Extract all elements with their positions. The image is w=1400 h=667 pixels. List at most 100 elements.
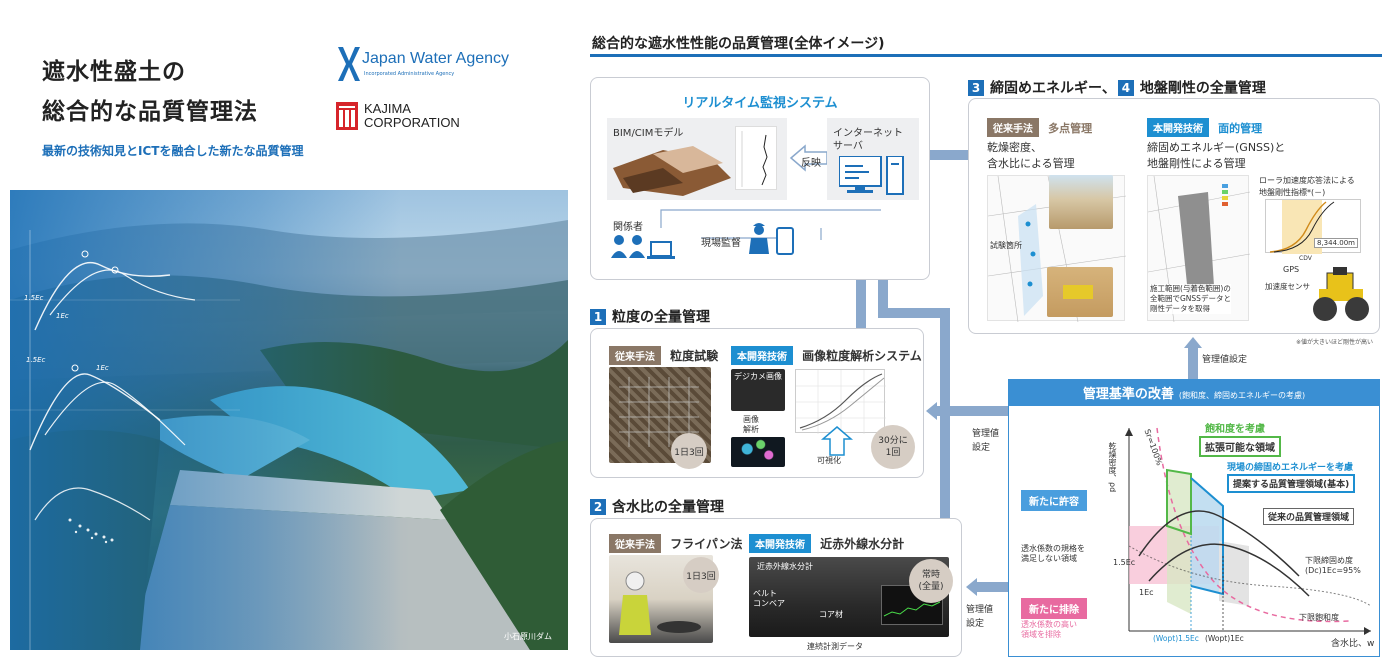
- s2-old-tag: 従来手法: [609, 534, 661, 553]
- criteria-perm-high2: 領域を排除: [1021, 630, 1061, 639]
- criteria-perm-high1: 透水係数の高い: [1021, 620, 1077, 629]
- s1-analysis-line1: 画像: [743, 415, 759, 424]
- curve-label-3: 1.5Ec: [26, 356, 46, 364]
- mgmt-value-2b: 設定: [966, 619, 985, 629]
- criteria-ec15: 1.5Ec: [1113, 558, 1136, 567]
- s2-new-header: 本開発技術 近赤外線水分計: [749, 533, 904, 553]
- photo-caption: 小石原川ダム: [504, 632, 552, 641]
- criteria-newly-allowed: 新たに許容: [1021, 490, 1087, 511]
- s1-old-label: 粒度試験: [670, 349, 719, 363]
- bim-box: BIM/CIMモデル: [607, 118, 787, 200]
- s1-camera-image: デジカメ画像: [731, 369, 785, 411]
- criteria-perm-unmet1: 透水係数の規格を: [1021, 544, 1085, 553]
- jwa-name: Japan Water Agency: [362, 50, 510, 67]
- stakeholders-icon: [611, 235, 675, 259]
- arrow-criteria-to-s2-icon: [966, 578, 977, 596]
- bim-graph: [735, 126, 777, 190]
- section34-panel: 従来手法 多点管理 乾燥密度、 含水比による管理 試験箇所 本開発技術 面的管理…: [968, 98, 1380, 334]
- criteria-perm-unmet2: 満足しない領域: [1021, 554, 1077, 563]
- s1-analysis-label: 画像 解析: [743, 415, 759, 435]
- s2-old-header: 従来手法 フライパン法: [609, 533, 742, 553]
- connection-lines: [660, 209, 881, 240]
- brand-title-line1: 遮水性盛土の: [42, 59, 186, 85]
- s2-always-badge: 常時 (全量): [909, 559, 953, 603]
- section34-heading: 3 締固めエネルギー、4 地盤剛性の全量管理: [968, 77, 1266, 98]
- s34-new-desc1: 締固めエネルギー(GNSS)と: [1147, 141, 1286, 154]
- kajima-mark-icon: [336, 102, 358, 130]
- s34-new-label: 面的管理: [1218, 122, 1263, 135]
- section2-heading: 2 含水比の全量管理: [590, 496, 724, 517]
- visualize-arrow-icon: [820, 426, 854, 456]
- arrow-criteria-to-s1-icon: [926, 402, 937, 420]
- realtime-title: リアルタイム監視システム: [682, 96, 838, 111]
- criteria-perm-high: 透水係数の高い 領域を排除: [1021, 620, 1077, 640]
- reflect-label: 反映: [801, 158, 821, 169]
- mgmt-value-1b: 設定: [972, 443, 991, 453]
- section1-panel: 従来手法 粒度試験 1日3回 本開発技術 画像粒度解析システム デジカメ画像 画…: [590, 328, 924, 478]
- s34-roller-line2: 地盤剛性指標*(－): [1259, 188, 1326, 197]
- roller-icon: [1313, 267, 1369, 321]
- mgmt-value-setting-top: 管理値設定: [1202, 355, 1248, 365]
- criteria-chart: [1125, 427, 1372, 635]
- s34-area-note2: 全範囲でGNSSデータと: [1150, 294, 1231, 303]
- kajima-logo: KAJIMA CORPORATION: [336, 100, 496, 132]
- s34-old-map-icon: [987, 175, 1127, 323]
- s34-new-map: 施工範囲(与着色範囲)の 全範囲でGNSSデータと 剛性データを取得: [1147, 175, 1251, 323]
- mgmt-value-2a: 管理値: [966, 605, 994, 615]
- s2-core-label: コア材: [819, 610, 843, 619]
- s2-always-line1: 常時: [921, 570, 940, 580]
- s1-old-header: 従来手法 粒度試験: [609, 345, 718, 365]
- s2-worker-icon: [619, 571, 701, 635]
- s34-new-desc2: 地盤剛性による管理: [1147, 157, 1246, 170]
- section1-title: 粒度の全量管理: [612, 309, 710, 326]
- section2-title: 含水比の全量管理: [612, 499, 724, 516]
- server-line1: インターネット: [833, 128, 903, 139]
- s1-psd-chart: [795, 369, 886, 434]
- kajima-line1: KAJIMA: [364, 101, 411, 116]
- dam-photo: 1.5Ec 1Ec 1.5Ec 1Ec 小石原川ダム: [10, 190, 568, 650]
- pipe-criteria-to-s34: [1188, 348, 1198, 380]
- criteria-ec1: 1Ec: [1139, 588, 1154, 597]
- s34-area-note3: 剛性データを取得: [1150, 304, 1210, 313]
- sieve-grid-icon: [619, 377, 699, 447]
- jwa-sub: Incorporated Administrative Agency: [364, 71, 455, 77]
- bim-model-icon: [613, 146, 731, 196]
- realtime-panel: リアルタイム監視システム BIM/CIMモデル 反映 インターネット サーバ: [590, 77, 930, 280]
- pipe-criteria-to-s2: [976, 582, 1008, 592]
- s1-new-label: 画像粒度解析システム: [802, 349, 922, 363]
- s2-meter-label: 近赤外線水分計: [757, 562, 813, 571]
- brand-title-line2: 総合的な品質管理法: [42, 99, 258, 125]
- pipe-s2-horizontal: [878, 308, 948, 318]
- s34-roller-line1: ローラ加速度応答法による: [1259, 176, 1355, 185]
- arrow-criteria-to-s34-icon: [1184, 337, 1202, 348]
- s1-new-freq-badge: 30分に 1回: [871, 425, 915, 469]
- pipe-s34-horizontal: [928, 150, 970, 160]
- section34-title: 地盤剛性の全量管理: [1139, 80, 1266, 97]
- s2-old-label: フライパン法: [670, 537, 743, 551]
- criteria-panel: 管理基準の改善 (飽和度、締固めエネルギーの考慮) Sr=100% 乾燥密度、ρ…: [1008, 379, 1380, 657]
- s1-new-freq-line1: 30分に: [878, 436, 908, 446]
- s2-new-tag: 本開発技術: [749, 534, 811, 553]
- dam-landscape-illustration: [10, 190, 568, 650]
- section34-mid: 締固めエネルギー、: [990, 80, 1116, 97]
- s1-new-header: 本開発技術 画像粒度解析システム: [731, 345, 922, 365]
- section2-num: 2: [590, 498, 606, 515]
- criteria-perm-unmet: 透水係数の規格を 満足しない領域: [1021, 544, 1085, 564]
- s34-test-points: 試験箇所: [990, 241, 1022, 250]
- criteria-wopt15: (Wopt)1.5Ec: [1153, 634, 1199, 643]
- section34-num3: 3: [968, 79, 984, 96]
- criteria-lower-density2: (Dc)1Ec=95%: [1305, 566, 1361, 575]
- criteria-title-sub: (飽和度、締固めエネルギーの考慮): [1178, 391, 1306, 400]
- server-box: インターネット サーバ: [827, 118, 919, 200]
- s2-continuous-label: 連続計測データ: [807, 642, 863, 651]
- supervisor-icon: [749, 223, 794, 255]
- bim-label: BIM/CIMモデル: [613, 128, 684, 139]
- s1-visualize-label: 可視化: [817, 456, 841, 465]
- s1-analysis-line2: 解析: [743, 425, 759, 434]
- s2-belt-line1: ベルト: [753, 589, 777, 598]
- s2-old-freq-badge: 1日3回: [683, 557, 719, 593]
- s1-camera-label: デジカメ画像: [734, 372, 782, 381]
- s34-old-photo2: [1047, 267, 1113, 317]
- section34-num4: 4: [1117, 79, 1134, 96]
